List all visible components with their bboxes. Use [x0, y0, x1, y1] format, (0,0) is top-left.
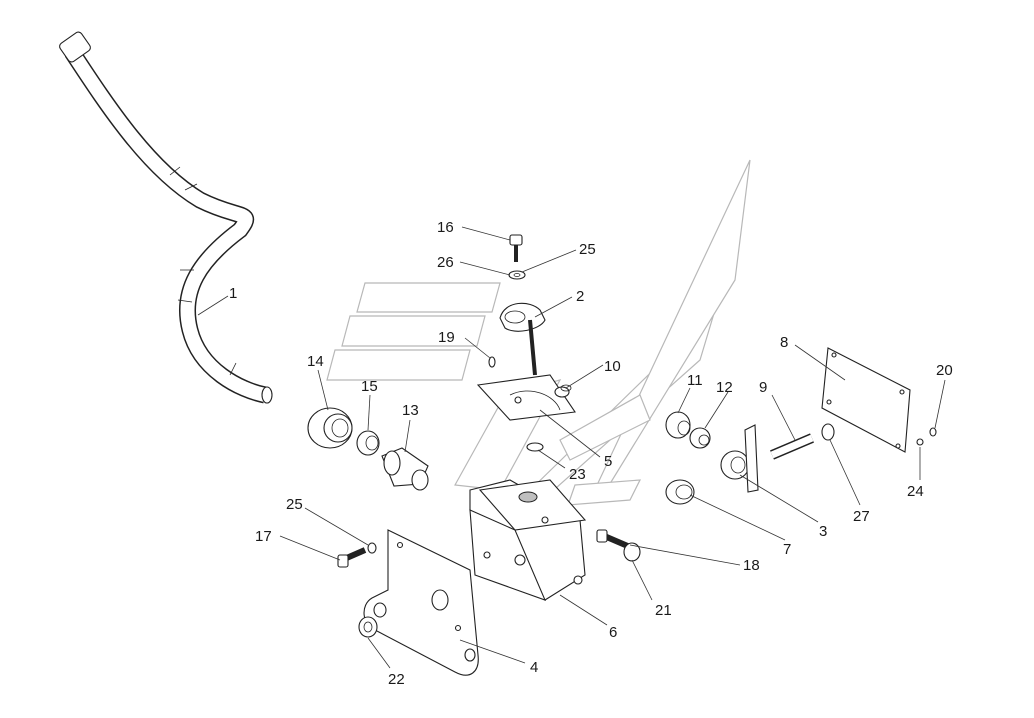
- part-26-washer: [508, 270, 526, 280]
- part-24-washer: [916, 438, 924, 446]
- callout-2: 2: [576, 288, 584, 305]
- part-12-bushing: [689, 427, 711, 449]
- callout-9: 9: [759, 379, 767, 396]
- part-11-nut: [665, 411, 691, 439]
- part-9-shaft: [770, 433, 814, 460]
- callout-14: 14: [307, 353, 324, 370]
- part-13-fitting: [381, 447, 429, 491]
- part-1-tube: [59, 31, 273, 404]
- callout-6: 6: [609, 624, 617, 641]
- part-4-bracket: [363, 529, 479, 676]
- callout-13: 13: [402, 402, 419, 419]
- part-10-spring: [554, 384, 572, 398]
- callout-7: 7: [783, 541, 791, 558]
- part-6-valve-block: [469, 479, 587, 601]
- part-15-ring: [356, 430, 380, 456]
- part-8-cover: [821, 347, 911, 453]
- callout-23: 23: [569, 466, 586, 483]
- callout-3: 3: [819, 523, 827, 540]
- part-3-arm: [720, 424, 759, 493]
- callout-4: 4: [530, 659, 538, 676]
- callout-16: 16: [437, 219, 454, 236]
- callout-8: 8: [780, 334, 788, 351]
- callout-labels: 1 2 3 4 5 6 7 8 9 10 11 12 13 14 15 16 1…: [229, 219, 953, 688]
- part-20-screw: [929, 427, 937, 437]
- callout-24: 24: [907, 483, 924, 500]
- part-16-bolt: [509, 234, 523, 262]
- callout-5: 5: [604, 453, 612, 470]
- callout-17: 17: [255, 528, 272, 545]
- callout-26: 26: [437, 254, 454, 271]
- callout-15: 15: [361, 378, 378, 395]
- callout-18: 18: [743, 557, 760, 574]
- callout-22: 22: [388, 671, 405, 688]
- part-7-bushing: [665, 479, 695, 505]
- callout-27: 27: [853, 508, 870, 525]
- callout-25-lower: 25: [286, 496, 303, 513]
- callout-21: 21: [655, 602, 672, 619]
- part-17-bolt: [337, 547, 367, 568]
- leader-lines: [197, 226, 946, 669]
- part-5-sector-plate: [476, 374, 576, 421]
- part-21-nut: [623, 542, 641, 562]
- part-2-lever: [499, 302, 546, 376]
- part-14-nut: [307, 407, 353, 449]
- callout-20: 20: [936, 362, 953, 379]
- callout-12: 12: [716, 379, 733, 396]
- part-18-bolt: [596, 529, 632, 550]
- part-22-nut: [358, 616, 378, 638]
- part-25-washer-lower: [367, 542, 377, 554]
- part-27-circlip: [821, 423, 835, 441]
- callout-19: 19: [438, 329, 455, 346]
- callout-25-upper: 25: [579, 241, 596, 258]
- part-23-o-ring: [526, 442, 544, 452]
- callout-10: 10: [604, 358, 621, 375]
- callout-11: 11: [687, 372, 703, 389]
- part-19-pin: [488, 356, 496, 368]
- callout-1: 1: [229, 285, 237, 302]
